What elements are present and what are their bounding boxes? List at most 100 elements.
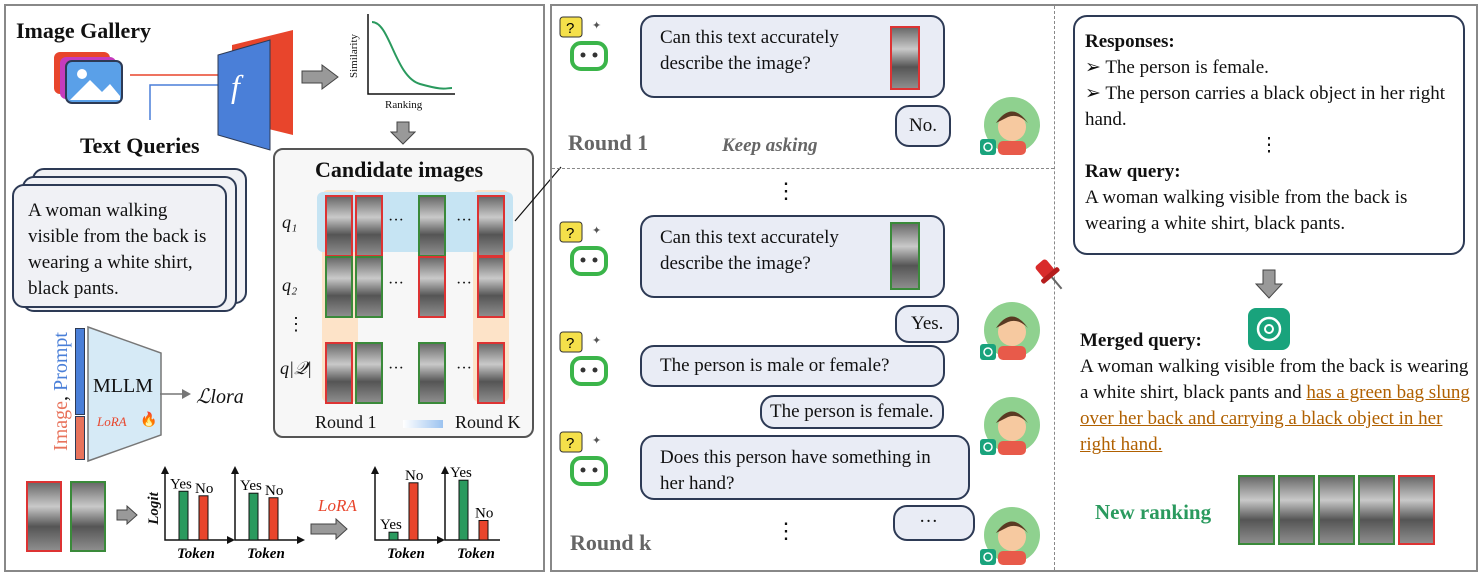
lora-label: LoRA bbox=[97, 414, 127, 429]
bar-no bbox=[408, 482, 419, 541]
encoder-diagram bbox=[130, 30, 293, 151]
label-yes: Yes bbox=[380, 517, 402, 533]
candidate-image bbox=[418, 342, 446, 404]
candidate-title: Candidate images bbox=[315, 157, 484, 182]
label-no: No bbox=[265, 483, 283, 499]
horizontal-divider bbox=[552, 168, 1054, 169]
robot-icon: ?✦ bbox=[558, 330, 616, 390]
gallery-icon bbox=[54, 52, 123, 104]
round-arrow bbox=[403, 420, 443, 428]
svg-text:✦: ✦ bbox=[592, 225, 601, 237]
label-yes: Yes bbox=[240, 478, 262, 494]
label-no: No bbox=[475, 506, 493, 522]
candidate-image bbox=[355, 256, 383, 318]
ranked-image bbox=[1238, 475, 1275, 545]
query-image bbox=[890, 222, 920, 290]
query-image bbox=[70, 481, 106, 552]
mllm-label: MLLM bbox=[93, 375, 153, 397]
row-label-qq: q|𝒬| bbox=[280, 358, 312, 378]
keep-asking-label: Keep asking bbox=[722, 135, 818, 156]
axis-arrow bbox=[231, 466, 239, 474]
pin-icon bbox=[1035, 259, 1063, 290]
merged-query: Merged query: A woman walking visible fr… bbox=[1080, 328, 1470, 458]
svg-text:✦: ✦ bbox=[592, 335, 601, 347]
ranked-image bbox=[1358, 475, 1395, 545]
loss-label: ℒlora bbox=[196, 386, 244, 408]
row-label-dots: ⋮ bbox=[287, 314, 305, 334]
candidate-image bbox=[477, 256, 505, 318]
arrow-down-icon bbox=[390, 121, 416, 145]
candidate-image-match bbox=[418, 195, 446, 257]
axis-arrow bbox=[371, 466, 379, 474]
vertical-ellipsis: ⋮ bbox=[1259, 135, 1279, 156]
axis-arrow bbox=[297, 536, 305, 544]
axis-arrow bbox=[161, 466, 169, 474]
ellipsis: ··· ··· bbox=[388, 212, 472, 229]
mllm-input-label: Image, Prompt bbox=[50, 332, 73, 451]
token-label: Token bbox=[457, 546, 495, 560]
response-item: ➢ The person is female. bbox=[1085, 57, 1269, 78]
dialogue-panel bbox=[550, 4, 1478, 572]
user-avatar bbox=[978, 395, 1040, 457]
mllm-input-prompt bbox=[75, 328, 85, 415]
label-yes: Yes bbox=[450, 465, 472, 481]
comma: , bbox=[49, 395, 72, 401]
round-start: Round 1 bbox=[315, 412, 377, 432]
svg-text:?: ? bbox=[566, 225, 574, 242]
robot-icon: ?✦ bbox=[558, 220, 616, 280]
row-label-q1: q₁ bbox=[282, 212, 298, 232]
answer-bubble: Yes. bbox=[895, 305, 960, 343]
fire-icon: 🔥 bbox=[140, 413, 158, 428]
candidate-image bbox=[477, 195, 505, 257]
vertical-divider bbox=[1054, 6, 1055, 570]
question-text: The person is male or female? bbox=[660, 355, 890, 376]
label-no: No bbox=[405, 468, 423, 484]
ranked-image bbox=[1398, 475, 1435, 545]
answer-bubble: The person is female. bbox=[760, 395, 944, 429]
svg-text:?: ? bbox=[566, 335, 574, 352]
answer-text: No. bbox=[909, 115, 937, 136]
sim-ylabel: Similarity bbox=[348, 34, 360, 78]
answer-bubble: No. bbox=[895, 105, 951, 147]
question-text: Can this text accurately describe the im… bbox=[660, 227, 839, 274]
answer-text: The person is female. bbox=[770, 401, 934, 422]
answer-text: Yes. bbox=[911, 313, 944, 334]
answer-text: ··· bbox=[919, 511, 938, 532]
merged-query-title: Merged query: bbox=[1080, 330, 1202, 351]
lora-arrow-label: LoRA bbox=[318, 496, 357, 515]
arrow-right-icon bbox=[116, 505, 138, 525]
bar-no bbox=[478, 520, 489, 541]
responses-box: Responses: ➢ The person is female. ➢ The… bbox=[1073, 15, 1465, 255]
token-label: Token bbox=[177, 546, 215, 560]
chatgpt-icon bbox=[1248, 308, 1290, 350]
query-card: A woman walking visible from the back is… bbox=[12, 184, 227, 308]
label-no: No bbox=[195, 481, 213, 497]
token-label: Token bbox=[247, 546, 285, 560]
label-yes: Yes bbox=[170, 476, 192, 492]
svg-text:?: ? bbox=[566, 20, 574, 37]
axis-arrow bbox=[227, 536, 235, 544]
axis-arrow bbox=[441, 466, 449, 474]
token-label: Token bbox=[387, 546, 425, 560]
vertical-ellipsis: ⋮ bbox=[775, 518, 797, 543]
ellipsis: ··· ··· bbox=[388, 275, 472, 292]
encoder-label: f bbox=[231, 68, 240, 104]
question-bubble: Does this person have something in her h… bbox=[640, 435, 970, 500]
prompt-label: Prompt bbox=[49, 332, 72, 391]
query-image bbox=[890, 26, 920, 90]
arrow-right-icon bbox=[301, 64, 339, 90]
candidate-image-match bbox=[325, 256, 353, 318]
vertical-ellipsis: ⋮ bbox=[775, 178, 797, 203]
mllm-input-image bbox=[75, 416, 85, 460]
arrow-right-icon bbox=[310, 518, 348, 540]
ranked-image bbox=[1318, 475, 1355, 545]
ranked-image bbox=[1278, 475, 1315, 545]
axis-arrow bbox=[437, 536, 445, 544]
bar-yes bbox=[388, 531, 399, 541]
candidate-image bbox=[325, 195, 353, 257]
text-queries-title: Text Queries bbox=[80, 133, 200, 158]
raw-query-title: Raw query: bbox=[1085, 161, 1181, 182]
user-avatar bbox=[978, 300, 1040, 362]
left-panel bbox=[4, 4, 545, 572]
